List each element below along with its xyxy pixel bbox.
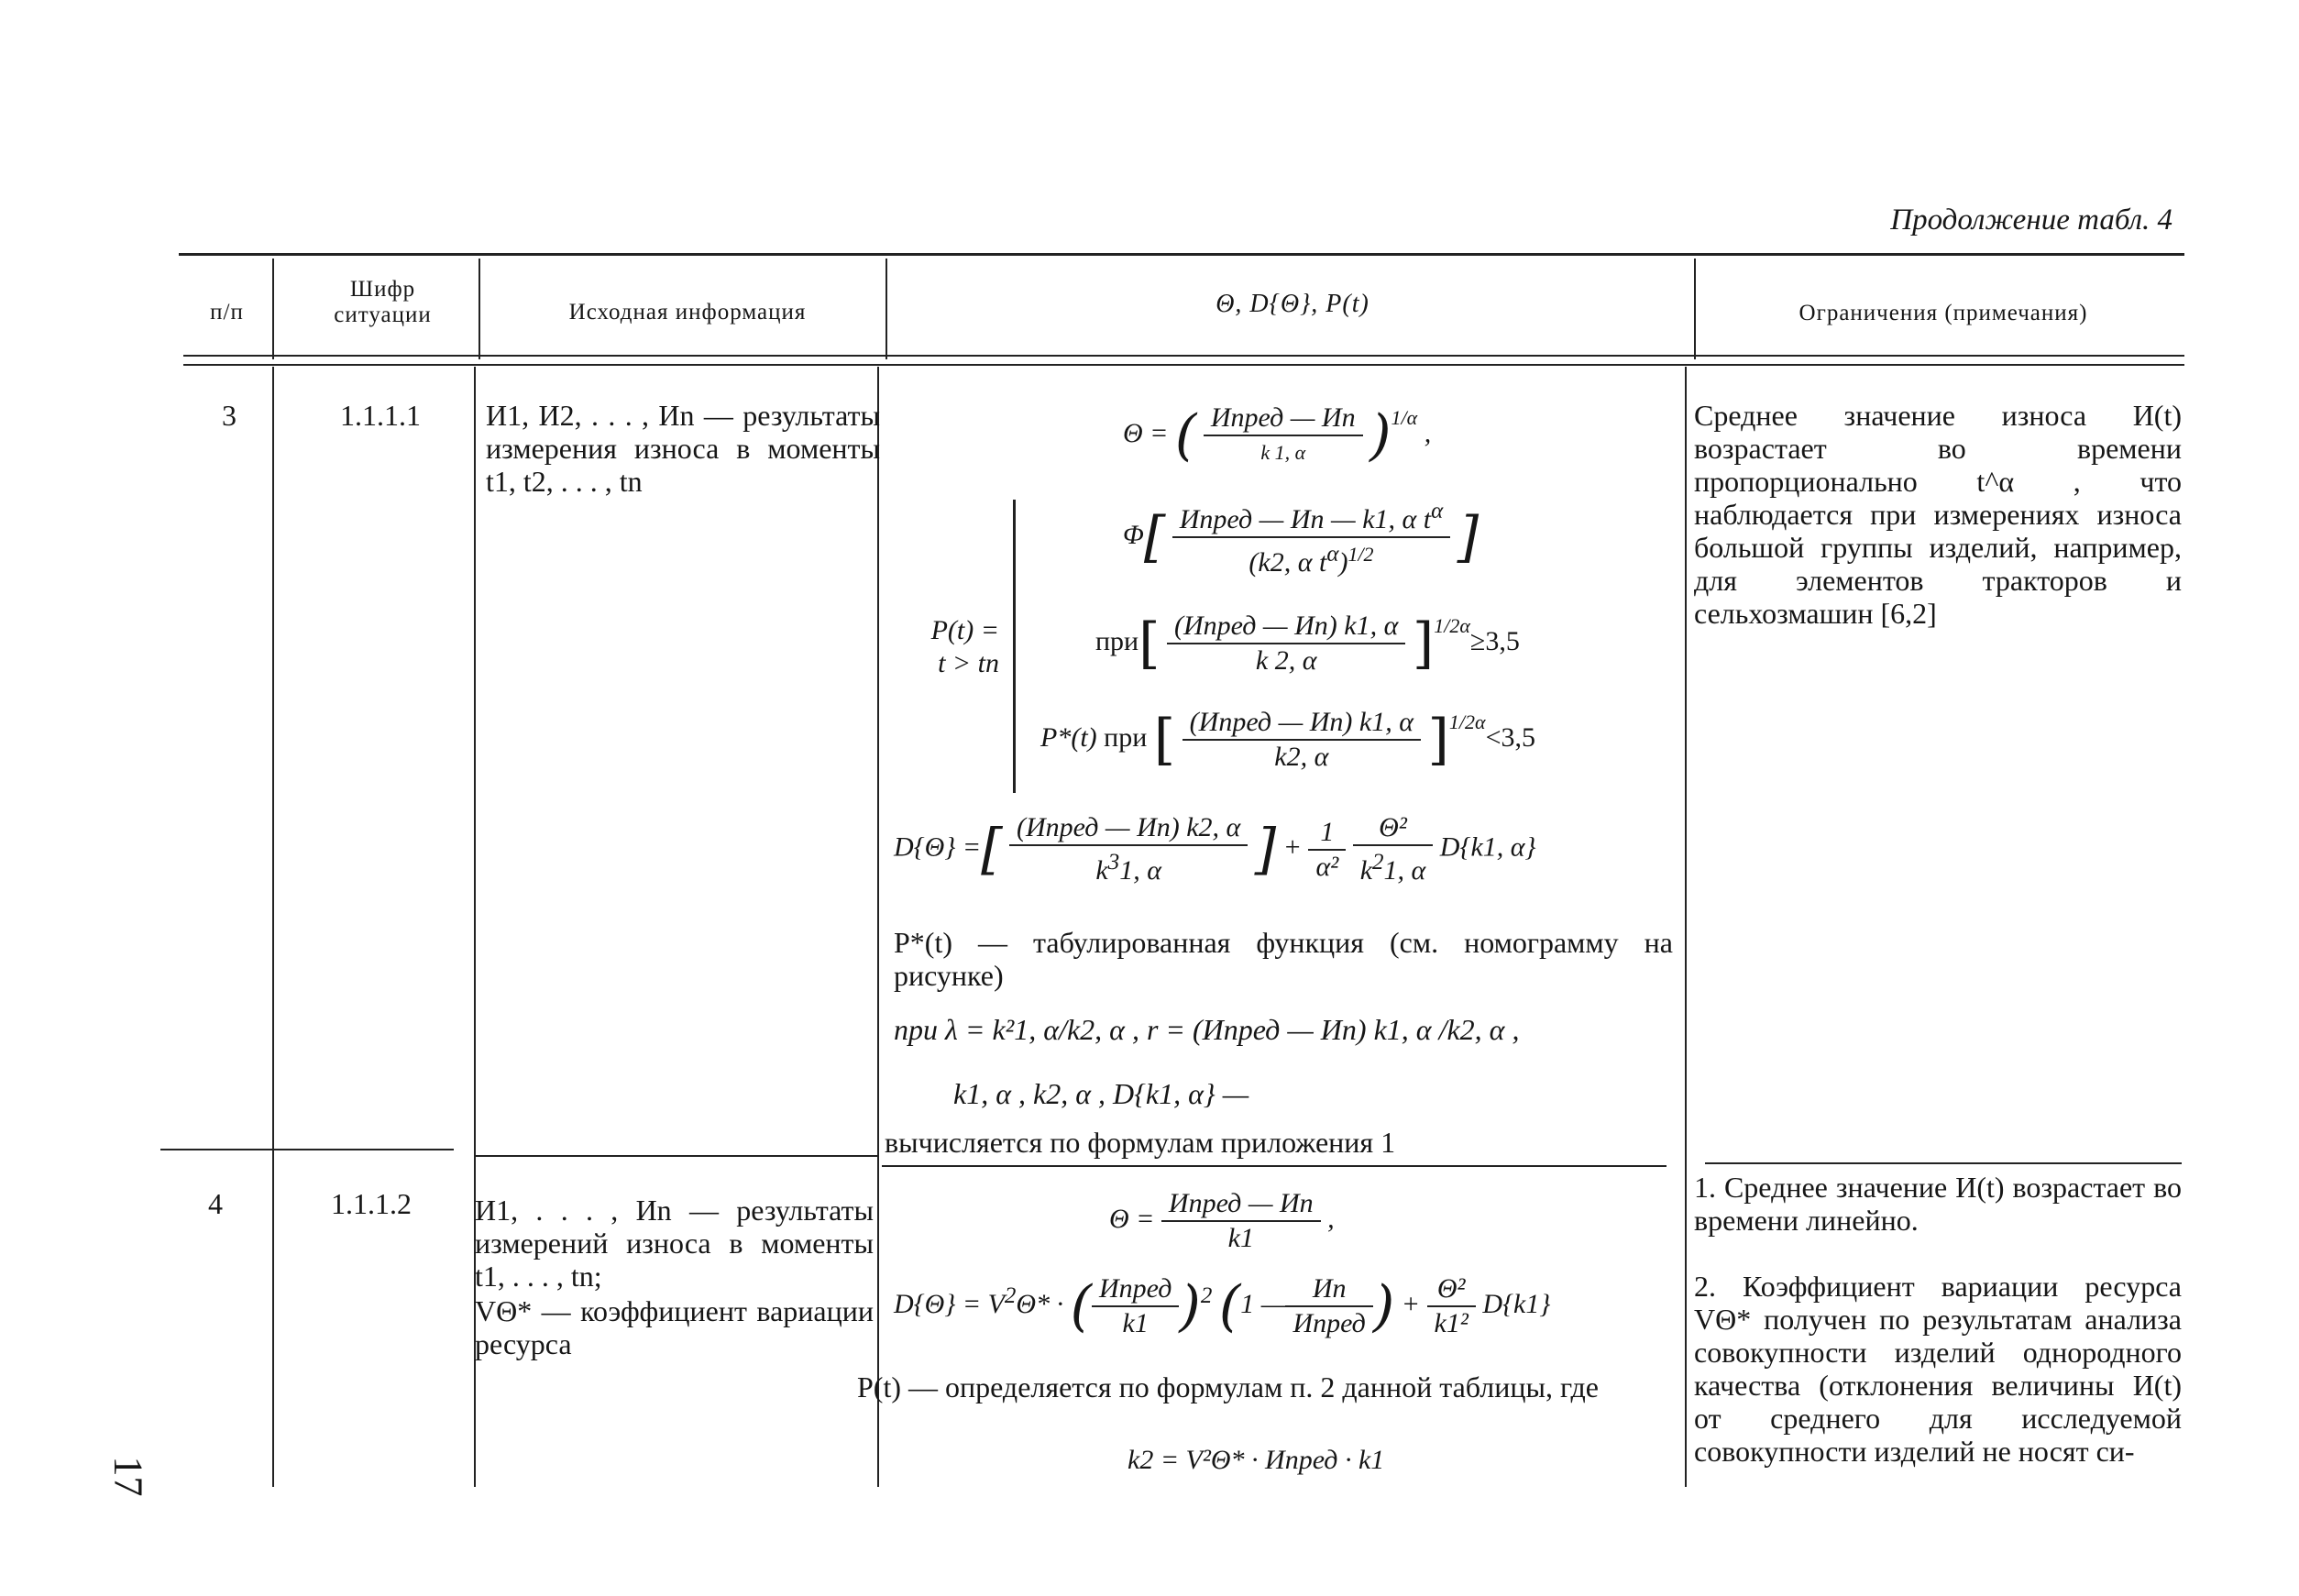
col-rule-2 — [478, 259, 480, 359]
table-top-rule — [179, 253, 2184, 256]
row4-info2: VΘ* — коэффициент вариации ресурса — [475, 1294, 874, 1360]
row3-num: 3 — [222, 399, 236, 432]
row-separator-mid — [474, 1155, 877, 1157]
row3-note1: P*(t) — табулированная функция (см. номо… — [894, 926, 1673, 992]
row4-num: 4 — [208, 1187, 223, 1220]
row3-limits: Среднее значение износа И(t) возрастает … — [1694, 399, 2182, 630]
header-formula: Θ, D{Θ}, P(t) — [1216, 290, 1370, 318]
row4-limits2: 2. Коэффициент вариации ресурса VΘ* полу… — [1694, 1270, 2182, 1468]
row3-note3: k1, α , k2, α , D{k1, α} — — [953, 1077, 1249, 1110]
row3-note4: вычисляется по формулам приложения 1 — [885, 1126, 1396, 1159]
col-rule-3-body — [877, 367, 879, 1487]
header-code: Шифр ситуации — [334, 277, 432, 327]
header-bottom-rule-1 — [183, 355, 2184, 357]
row4-limits1: 1. Среднее значение И(t) возрастает во в… — [1694, 1171, 2182, 1237]
row3-p-brace — [1013, 500, 1016, 793]
col-rule-2-body — [474, 367, 476, 1487]
col-rule-3 — [886, 259, 887, 359]
col-rule-4-body — [1685, 367, 1687, 1487]
continuation-label: Продолжение табл. 4 — [1890, 204, 2172, 237]
row4-info1: И1, . . . , Иn — результаты измерений из… — [475, 1194, 874, 1293]
row-separator-left — [160, 1149, 454, 1150]
header-num: п/п — [210, 300, 244, 325]
row-separator-formula — [882, 1165, 1666, 1167]
row4-note1: P(t) — определяется по формулам п. 2 дан… — [857, 1370, 1599, 1403]
row3-p-case1: Φ[ Ипред — Иn — k1, α tα(k2, α tα)1/2 ] — [1123, 495, 1479, 579]
row4-code: 1.1.1.2 — [331, 1187, 412, 1220]
header-info: Исходная информация — [568, 300, 807, 325]
page-number: 17 — [105, 1456, 151, 1497]
col-rule-1-body — [272, 367, 274, 1487]
header-limits: Ограничения (примечания) — [1798, 301, 2088, 325]
header-bottom-rule-2 — [183, 364, 2184, 366]
row4-note2: k2 = V²Θ* · Ипред · k1 — [1128, 1445, 1385, 1475]
row3-code: 1.1.1.1 — [340, 399, 421, 432]
col-rule-4 — [1694, 259, 1696, 359]
row3-note2: при λ = k²1, α/k2, α , r = (Ипред — Иn) … — [894, 1013, 1520, 1046]
row-separator-right — [1705, 1162, 2182, 1164]
row3-info: И1, И2, . . . , Иn — результаты измерени… — [486, 399, 880, 498]
row3-p-label: P(t) =t > tn — [930, 615, 999, 678]
col-rule-1 — [272, 259, 274, 359]
